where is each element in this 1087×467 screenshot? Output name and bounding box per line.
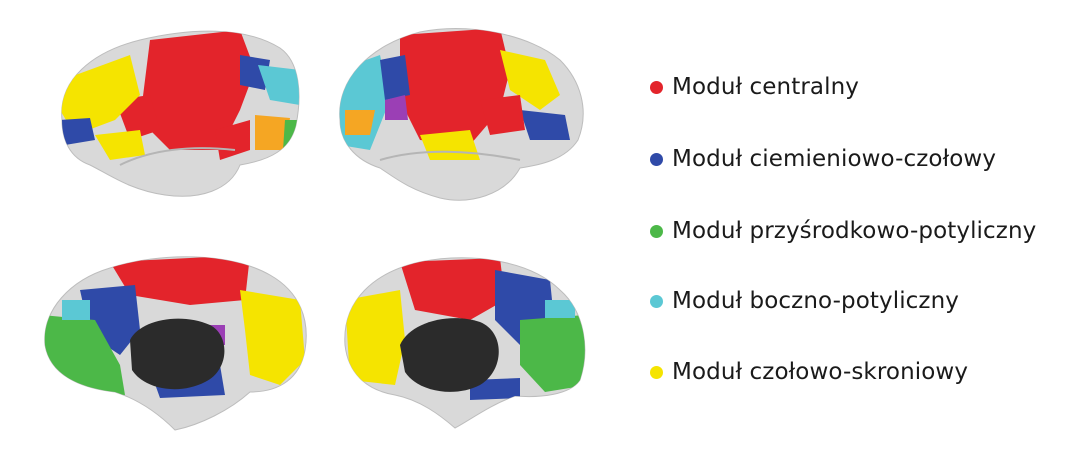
legend-label: Moduł boczno-potyliczny [672, 288, 959, 314]
legend-item-fronto-parietal: Moduł ciemieniowo-czołowy [650, 144, 996, 174]
legend-item-fronto-temporal: Moduł czołowo-skroniowy [650, 357, 968, 387]
legend-label: Moduł czołowo-skroniowy [672, 359, 969, 385]
brain-right-lateral [339, 28, 584, 201]
legend-dot-red [650, 80, 663, 94]
legend-label: Moduł ciemieniowo-czołowy [672, 146, 997, 172]
brain-left-lateral [61, 30, 300, 197]
brain-left-medial [44, 256, 307, 431]
legend-item-medial-occipital: Moduł przyśrodkowo-potyliczny [650, 216, 1036, 246]
legend-label: Moduł przyśrodkowo-potyliczny [672, 218, 1037, 244]
midline-region [400, 318, 499, 392]
midline-region [130, 318, 225, 390]
legend-item-lateral-occipital: Moduł boczno-potyliczny [650, 286, 959, 316]
legend-dot-cyan [650, 294, 663, 308]
brain-surface-renderings [44, 28, 586, 431]
legend-dot-yellow [650, 365, 663, 379]
legend-item-central: Moduł centralny [650, 72, 859, 102]
legend-dot-green [650, 224, 663, 238]
brain-right-medial [344, 257, 586, 429]
legend-label: Moduł centralny [672, 74, 859, 100]
legend-dot-blue [650, 152, 663, 166]
